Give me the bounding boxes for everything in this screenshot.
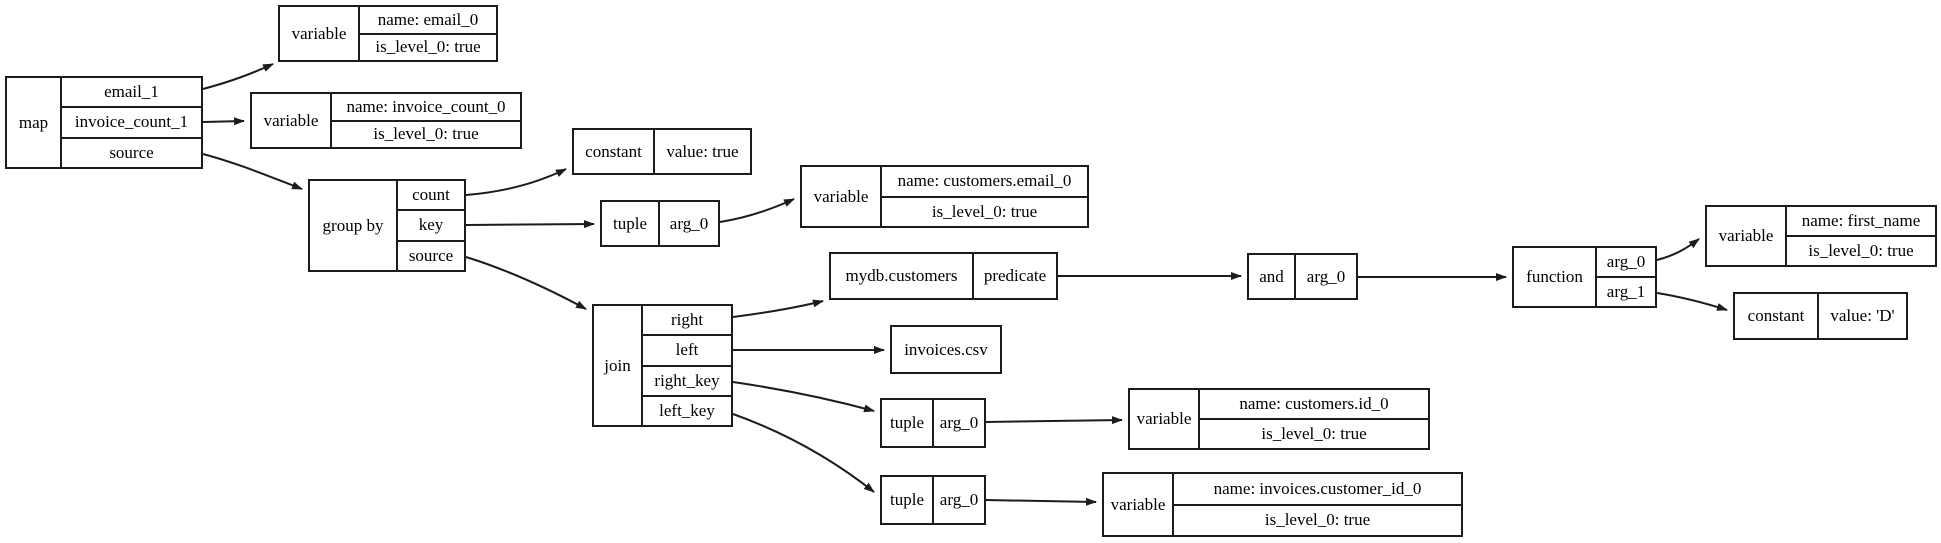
- node-variable-invoices-customer-id-0-ports: name: invoices.customer_id_0 is_level_0:…: [1174, 474, 1461, 535]
- node-variable-customers-id-0-ports: name: customers.id_0 is_level_0: true: [1200, 390, 1428, 448]
- port-invoice_count_1: invoice_count_1: [62, 106, 201, 136]
- port-name-email_0: name: email_0: [377, 9, 479, 29]
- node-variable-invoices-customer-id-0: variable name: invoices.customer_id_0 is…: [1102, 472, 1463, 537]
- node-variable-email-0: variable name: email_0 is_level_0: true: [278, 5, 498, 62]
- port-source: source: [62, 136, 201, 167]
- port-arg-0: arg_0: [1606, 252, 1646, 271]
- port-count: count: [412, 185, 450, 205]
- node-tuple-key-title: tuple: [602, 202, 660, 245]
- node-invoices-csv: invoices.csv: [890, 325, 1002, 374]
- port-is-level-0: is_level_0: true: [1787, 235, 1935, 265]
- port-is-level-0: is_level_0: true: [1200, 418, 1428, 448]
- port-arg-0: arg_0: [939, 413, 979, 432]
- edge-join-left_key-to-tuple_left_key: [732, 413, 875, 493]
- port-right: right: [670, 310, 704, 330]
- node-constant-true: constant value: true: [572, 128, 752, 175]
- edge-tuple_right_key-arg_0-to-variable_customers_id_0: [985, 416, 1123, 425]
- node-and-title: and: [1249, 255, 1296, 298]
- port-is-level-0: is_level_0: true: [360, 32, 496, 61]
- node-tuple-right-key-ports: arg_0: [934, 400, 984, 446]
- node-variable-customers-email-0: variable name: customers.email_0 is_leve…: [800, 165, 1089, 228]
- node-tuple-right-key-title: tuple: [882, 400, 934, 446]
- node-map-title: map: [7, 78, 62, 167]
- node-function-title: function: [1514, 248, 1597, 306]
- node-constant-d-ports: value: 'D': [1819, 294, 1906, 338]
- edge-function_op-arg_1-to-constant_d: [1656, 292, 1728, 311]
- port-arg-0: arg_0: [669, 213, 709, 233]
- port-email_1: email_1: [104, 82, 159, 102]
- port-arg-0: arg_0: [1306, 266, 1346, 286]
- port-predicate: predicate: [983, 266, 1047, 285]
- node-tuple-left-key-title: tuple: [882, 477, 934, 523]
- edge-group_by-key-to-tuple_key: [465, 220, 595, 229]
- node-variable-first-name-title: variable: [1707, 207, 1787, 265]
- node-variable-customers-id-0: variable name: customers.id_0 is_level_0…: [1128, 388, 1430, 450]
- node-join: join right left right_key left_key: [592, 304, 733, 427]
- node-variable-invoice-count-0-ports: name: invoice_count_0 is_level_0: true: [332, 94, 520, 147]
- port-is-level-0: is_level_0: true: [332, 119, 520, 148]
- node-group-by-ports: count key source: [398, 181, 464, 270]
- node-variable-customers-id-0-title: variable: [1130, 390, 1200, 448]
- port-arg-0: arg_0: [939, 490, 979, 509]
- node-mydb-customers-title: mydb.customers: [831, 254, 974, 298]
- node-constant-d: constant value: 'D': [1733, 292, 1908, 340]
- node-tuple-left-key: tuple arg_0: [880, 475, 986, 525]
- node-and-ports: arg_0: [1296, 255, 1356, 298]
- port-name-customers-email-0: name: customers.email_0: [897, 171, 1072, 191]
- node-constant-true-ports: value: true: [655, 130, 750, 173]
- port-name-invoices-customer-id-0: name: invoices.customer_id_0: [1213, 478, 1422, 498]
- node-and: and arg_0: [1247, 253, 1358, 300]
- edge-tuple_left_key-arg_0-to-variable_invoices_customer_id_0: [985, 497, 1097, 506]
- node-variable-email-0-title: variable: [280, 7, 360, 60]
- node-group-by-title: group by: [310, 181, 398, 270]
- node-tuple-key: tuple arg_0: [600, 200, 720, 247]
- port-value-true: value: true: [666, 141, 739, 161]
- port-source: source: [398, 239, 464, 270]
- port-is-level-0: is_level_0: true: [1174, 503, 1461, 536]
- node-mydb-customers: mydb.customers predicate: [829, 252, 1058, 300]
- port-name-first-name: name: first_name: [1801, 211, 1921, 230]
- edge-join-right_key-to-tuple_right_key: [732, 381, 875, 413]
- port-is-level-0: is_level_0: true: [882, 195, 1087, 227]
- node-variable-invoice-count-0: variable name: invoice_count_0 is_level_…: [250, 92, 522, 149]
- edge-function_op-arg_0-to-variable_first_name: [1656, 238, 1700, 261]
- node-variable-invoices-customer-id-0-title: variable: [1104, 474, 1174, 535]
- node-map: map email_1 invoice_count_1 source: [5, 76, 203, 169]
- edge-group_by-count-to-constant_true: [465, 168, 567, 196]
- node-map-ports: email_1 invoice_count_1 source: [62, 78, 201, 167]
- port-value-d: value: 'D': [1830, 306, 1895, 325]
- node-mydb-customers-ports: predicate: [974, 254, 1056, 298]
- node-tuple-key-ports: arg_0: [660, 202, 718, 245]
- edge-map-source-to-group_by: [202, 153, 303, 190]
- node-join-title: join: [594, 306, 643, 425]
- port-right-key: right_key: [643, 364, 731, 395]
- node-variable-email-0-ports: name: email_0 is_level_0: true: [360, 7, 496, 60]
- node-variable-first-name-ports: name: first_name is_level_0: true: [1787, 207, 1935, 265]
- node-variable-first-name: variable name: first_name is_level_0: tr…: [1705, 205, 1937, 267]
- node-function-ports: arg_0 arg_1: [1597, 248, 1655, 306]
- node-constant-true-title: constant: [574, 130, 655, 173]
- node-variable-customers-email-0-title: variable: [802, 167, 882, 226]
- port-arg-1: arg_1: [1597, 276, 1655, 306]
- node-tuple-left-key-ports: arg_0: [934, 477, 984, 523]
- node-function: function arg_0 arg_1: [1512, 246, 1657, 308]
- port-name-customers-id-0: name: customers.id_0: [1239, 394, 1389, 413]
- edge-join-right-to-mydb_customers: [732, 299, 824, 318]
- node-tuple-right-key: tuple arg_0: [880, 398, 986, 448]
- port-left: left: [643, 334, 731, 364]
- edge-map-invoice_count_1-to-variable_invoice_count_0: [202, 117, 245, 126]
- edge-map-email_1-to-variable_email_0: [202, 63, 274, 90]
- node-invoices-csv-label: invoices.csv: [904, 339, 988, 359]
- node-constant-d-title: constant: [1735, 294, 1819, 338]
- node-join-ports: right left right_key left_key: [643, 306, 731, 425]
- port-left-key: left_key: [643, 394, 731, 425]
- edge-group_by-source-to-join: [465, 256, 587, 310]
- port-key: key: [398, 209, 464, 239]
- node-group-by: group by count key source: [308, 179, 466, 272]
- port-name-invoice-count-0: name: invoice_count_0: [346, 96, 506, 116]
- edge-tuple_key-arg_0-to-variable_customers_email_0: [719, 198, 795, 223]
- node-variable-invoice-count-0-title: variable: [252, 94, 332, 147]
- node-variable-customers-email-0-ports: name: customers.email_0 is_level_0: true: [882, 167, 1087, 226]
